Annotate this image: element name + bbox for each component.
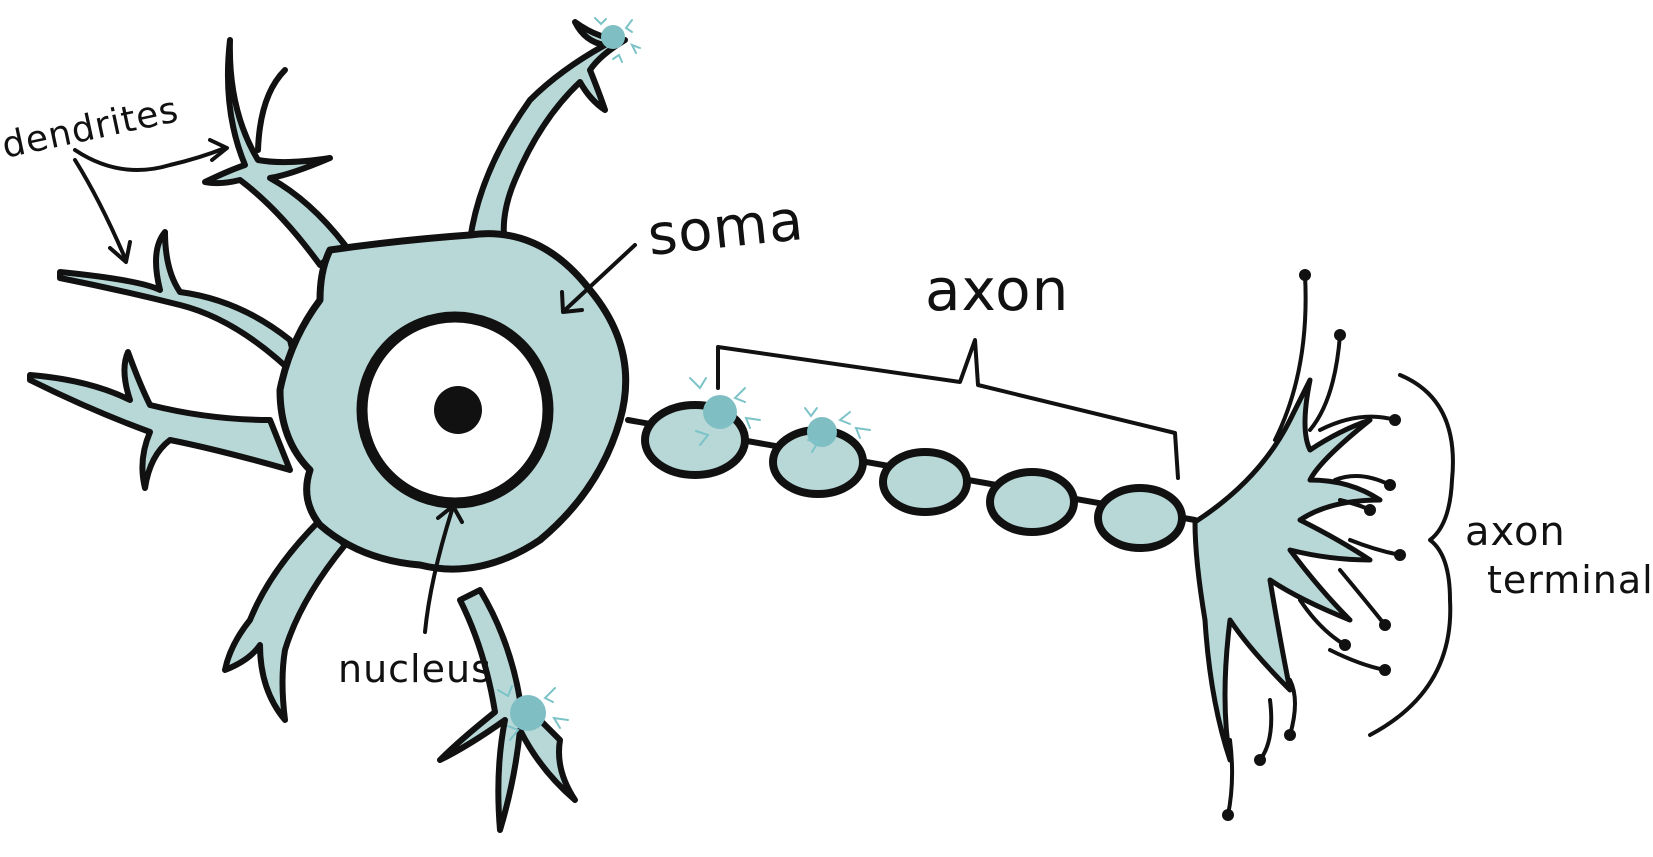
terminal-bouton [1379, 619, 1391, 631]
terminal-bouton [1339, 639, 1351, 651]
label-soma: soma [645, 188, 807, 269]
label-dendrites: dendrites [0, 89, 182, 166]
terminal-bouton [1394, 549, 1406, 561]
signal-spark [807, 417, 837, 447]
terminal-bouton [1222, 809, 1234, 821]
terminal-bouton [1299, 269, 1311, 281]
terminal-filament [1338, 568, 1387, 627]
axon-terminal-bracket [1368, 373, 1455, 737]
myelin-sheath [1094, 484, 1186, 552]
terminal-bouton [1334, 329, 1346, 341]
label-axon: axon [925, 256, 1069, 324]
dendrite-lower-left [27, 349, 293, 491]
terminal-filament [1328, 648, 1387, 672]
terminal-filament [1258, 698, 1274, 762]
label-nucleus: nucleus [338, 647, 492, 691]
dendrite-upper-right [467, 19, 628, 248]
dendrite-bottom-left [222, 517, 348, 723]
myelin-sheath [879, 448, 971, 516]
soma-pointer-arrowhead [560, 290, 584, 314]
dendrite-group [27, 19, 628, 833]
terminal-bouton [1389, 414, 1401, 426]
dendrites-pointer-lower [73, 158, 127, 260]
axon-terminal-body [1192, 377, 1383, 763]
axon-terminal [1192, 269, 1406, 821]
dendrite-lower [437, 587, 578, 833]
terminal-filament [1273, 273, 1308, 442]
dendrites-pointer-upper [73, 146, 227, 172]
terminal-bouton [1384, 479, 1396, 491]
signal-spark [703, 395, 737, 429]
terminal-bouton [1379, 664, 1391, 676]
terminal-bouton [1364, 504, 1376, 516]
dendrite-top-fork [255, 67, 288, 153]
label-axon-terminal-line1: axon [1465, 509, 1566, 555]
pointers [73, 138, 1455, 737]
terminal-bouton [1284, 729, 1296, 741]
myelin-sheath [986, 468, 1078, 536]
signal-spark [601, 25, 625, 49]
signal-sparks [497, 17, 871, 741]
terminal-filament [1318, 414, 1397, 432]
signal-spark-lines [804, 407, 871, 453]
nucleolus [434, 386, 482, 434]
dendrites-pointer-lower-arrowhead [108, 240, 132, 264]
dendrite-upper-left [57, 229, 303, 383]
signal-spark-lines [594, 17, 641, 63]
label-axon-terminal-line2: terminal [1487, 558, 1653, 602]
soma-pointer [563, 243, 637, 312]
axon [625, 401, 1198, 552]
nucleus [356, 311, 554, 509]
terminal-filament [1226, 738, 1235, 817]
dendrites-pointer-upper-arrowhead [208, 138, 229, 162]
terminal-filament [1308, 333, 1342, 432]
axon-bracket [716, 338, 1180, 480]
signal-spark-lines [689, 377, 761, 446]
nucleus-pointer-arrowhead [436, 504, 464, 524]
dendrite-top [202, 37, 348, 268]
signal-spark [510, 695, 546, 731]
nucleus-pointer [423, 508, 454, 634]
signal-spark-lines [497, 685, 569, 741]
terminal-bouton [1254, 754, 1266, 766]
